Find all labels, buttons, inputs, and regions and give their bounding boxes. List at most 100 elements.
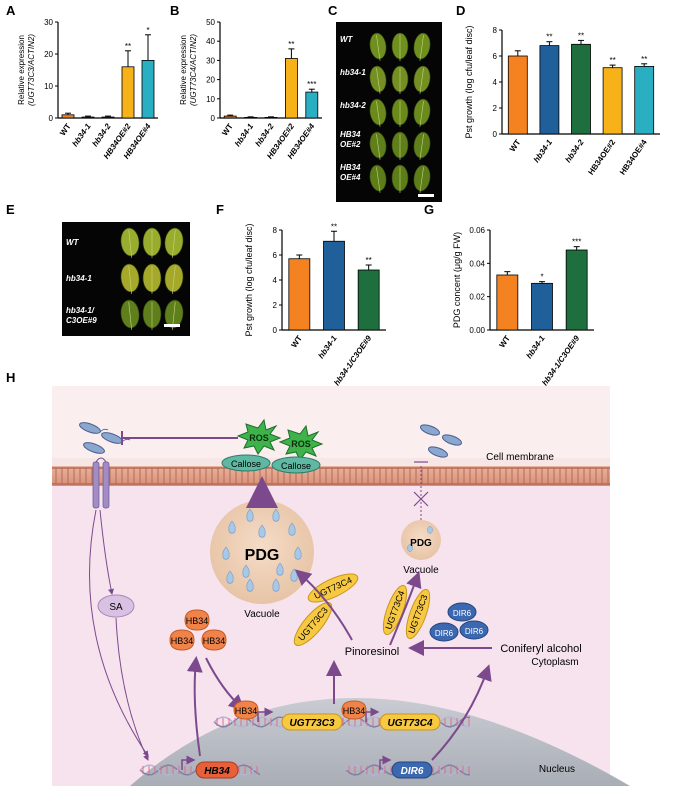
bar xyxy=(539,45,560,135)
y-tick-label: 0.00 xyxy=(469,326,485,335)
significance-label: ** xyxy=(641,55,647,64)
y-tick-label: 0.06 xyxy=(469,226,485,235)
pdg-droplet xyxy=(226,570,234,584)
category-label: WT xyxy=(289,334,304,349)
bacteria-icon xyxy=(420,424,462,458)
sa-icon: SA xyxy=(97,594,135,618)
category-label: hb34-2 xyxy=(563,138,585,165)
category-label: WT xyxy=(508,138,523,153)
bar xyxy=(305,91,319,119)
svg-text:Callose: Callose xyxy=(281,461,311,471)
bar xyxy=(571,43,591,135)
panel-label-b: B xyxy=(170,3,179,18)
y-tick-label: 6 xyxy=(273,251,278,260)
row-label: OE#4 xyxy=(340,173,361,182)
svg-text:DIR6: DIR6 xyxy=(465,627,484,636)
hb34-bound: HB34 HB34 xyxy=(233,700,367,720)
svg-text:HB34: HB34 xyxy=(343,706,366,716)
row-label: WT xyxy=(340,35,354,44)
panel-label-e: E xyxy=(6,202,15,217)
y-tick-label: 8 xyxy=(493,26,498,35)
category-label: HB34OE#4 xyxy=(618,138,649,177)
gene-ugt73c3: UGT73C3 xyxy=(281,713,343,731)
category-label: WT xyxy=(220,122,235,137)
svg-text:ROS: ROS xyxy=(291,439,311,449)
row-label: C3OE#9 xyxy=(66,316,97,325)
svg-text:Callose: Callose xyxy=(231,459,261,469)
y-tick-label: 2 xyxy=(273,301,278,310)
bar xyxy=(244,117,258,119)
y-tick-label: 0 xyxy=(273,326,278,335)
svg-text:DIR6: DIR6 xyxy=(401,766,424,777)
row-label: hb34-1 xyxy=(340,68,366,77)
svg-text:HB34: HB34 xyxy=(186,616,209,626)
svg-text:HB34: HB34 xyxy=(204,766,230,777)
y-tick-label: 10 xyxy=(44,82,53,91)
svg-text:HB34: HB34 xyxy=(203,636,226,646)
cell-membrane xyxy=(52,466,610,486)
svg-text:Vacuole: Vacuole xyxy=(403,565,439,576)
y-tick-label: 40 xyxy=(206,37,215,46)
svg-text:SA: SA xyxy=(109,602,123,613)
y-axis-label: PDG concent (μg/g FW) xyxy=(452,232,462,328)
dir6-protein: DIR6 DIR6 DIR6 xyxy=(429,602,489,642)
pathway-diagram: Cell membrane Cytoplasm Nucleus ROS ROS xyxy=(52,386,630,786)
y-tick-label: 20 xyxy=(206,76,215,85)
bar xyxy=(223,115,237,119)
bar xyxy=(141,60,155,119)
bar xyxy=(121,66,135,119)
bar xyxy=(61,114,75,119)
pinoresinol-label: Pinoresinol xyxy=(345,646,399,658)
receptor-icon xyxy=(92,457,110,509)
svg-text:Vacuole: Vacuole xyxy=(244,609,280,620)
pdg-droplet xyxy=(242,564,250,578)
bar xyxy=(507,55,528,135)
row-label: OE#2 xyxy=(340,140,361,149)
svg-text:HB34: HB34 xyxy=(171,636,194,646)
category-label: hb34-1 xyxy=(532,138,554,165)
row-label: hb34-1/ xyxy=(66,306,95,315)
pdg-droplet xyxy=(258,524,266,538)
leaf-vein xyxy=(419,35,424,61)
significance-label: *** xyxy=(572,238,581,247)
significance-label: ** xyxy=(366,256,372,265)
y-tick-label: 0.04 xyxy=(469,259,485,268)
gene-dir6: DIR6 xyxy=(391,761,433,779)
gene-ugt73c4: UGT73C4 xyxy=(379,713,441,731)
category-label: hb34-1 xyxy=(233,122,255,149)
leaf-vein xyxy=(376,167,381,193)
significance-label: ** xyxy=(288,40,294,49)
significance-label: ** xyxy=(578,31,584,40)
category-label: HB34OE#2 xyxy=(586,138,617,177)
leaf-vein xyxy=(419,101,424,127)
leaf-vein xyxy=(419,167,424,193)
bar xyxy=(284,58,298,119)
cell-membrane-label: Cell membrane xyxy=(486,452,554,463)
coniferyl-alcohol-label: Coniferyl alcohol xyxy=(500,643,581,655)
y-tick-label: 30 xyxy=(206,56,215,65)
svg-text:HB34: HB34 xyxy=(235,706,258,716)
y-tick-label: 30 xyxy=(44,18,53,27)
leaf-vein xyxy=(128,230,132,258)
category-label: hb34-1 xyxy=(70,122,92,149)
bar xyxy=(634,66,655,135)
y-tick-label: 50 xyxy=(206,18,215,27)
row-label: HB34 xyxy=(340,163,361,172)
y-tick-label: 10 xyxy=(206,95,215,104)
bar xyxy=(357,269,380,331)
y-tick-label: 0.02 xyxy=(469,293,485,302)
panel-label-c: C xyxy=(328,3,338,18)
bar xyxy=(496,274,519,331)
pdg-droplet xyxy=(222,546,230,560)
leaf-vein xyxy=(376,35,381,61)
leaf-vein xyxy=(128,266,132,294)
significance-label: *** xyxy=(307,80,316,89)
pdg-droplet xyxy=(228,520,236,534)
significance-label: ** xyxy=(331,222,337,231)
pdg-droplet xyxy=(288,522,296,536)
